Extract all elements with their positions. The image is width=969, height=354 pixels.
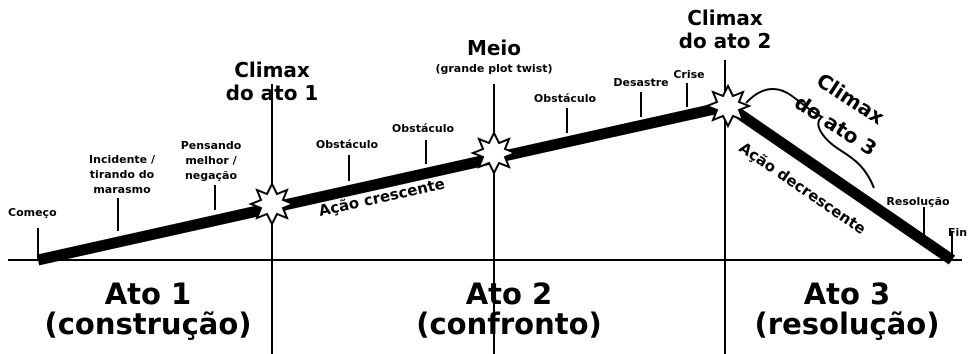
end-label: Fin	[948, 226, 967, 239]
act1-subtitle: (construção)	[44, 307, 251, 341]
midpoint-subtitle: (grande plot twist)	[435, 62, 552, 75]
act2-title: Ato 2	[466, 277, 553, 311]
start-label: Começo	[8, 206, 57, 219]
incidente-label-line2: tirando do	[90, 168, 155, 181]
obstaculo1-label: Obstáculo	[316, 138, 379, 151]
climax2-burst	[704, 83, 752, 129]
climax1-title-line2: do ato 1	[226, 81, 319, 105]
resolucao-label: Resolução	[886, 195, 950, 208]
obstaculo2-label: Obstáculo	[392, 122, 455, 135]
falling-action-line	[724, 101, 956, 265]
climax2-title-line2: do ato 2	[679, 29, 772, 53]
crise-label: Crise	[673, 68, 704, 81]
obstaculo3-label: Obstáculo	[534, 92, 597, 105]
pensando-label-line3: negação	[185, 169, 238, 182]
act1-title: Ato 1	[105, 277, 192, 311]
midpoint-title: Meio	[467, 36, 521, 60]
climax1-burst	[248, 181, 296, 227]
incidente-label-line3: marasmo	[93, 183, 151, 196]
pensando-label-line1: Pensando	[181, 139, 242, 152]
desastre-label: Desastre	[613, 76, 668, 89]
climax3-brace	[745, 87, 875, 189]
rising-action-line	[36, 100, 730, 266]
incidente-label-line1: Incidente /	[89, 153, 156, 166]
midpoint-burst	[470, 130, 518, 176]
climax2-title-line1: Climax	[687, 6, 763, 30]
act3-subtitle: (resolução)	[755, 307, 940, 341]
pensando-label-line2: melhor /	[185, 154, 237, 167]
climax1-title-line1: Climax	[234, 58, 310, 82]
act3-title: Ato 3	[804, 277, 891, 311]
act2-subtitle: (confronto)	[416, 307, 602, 341]
